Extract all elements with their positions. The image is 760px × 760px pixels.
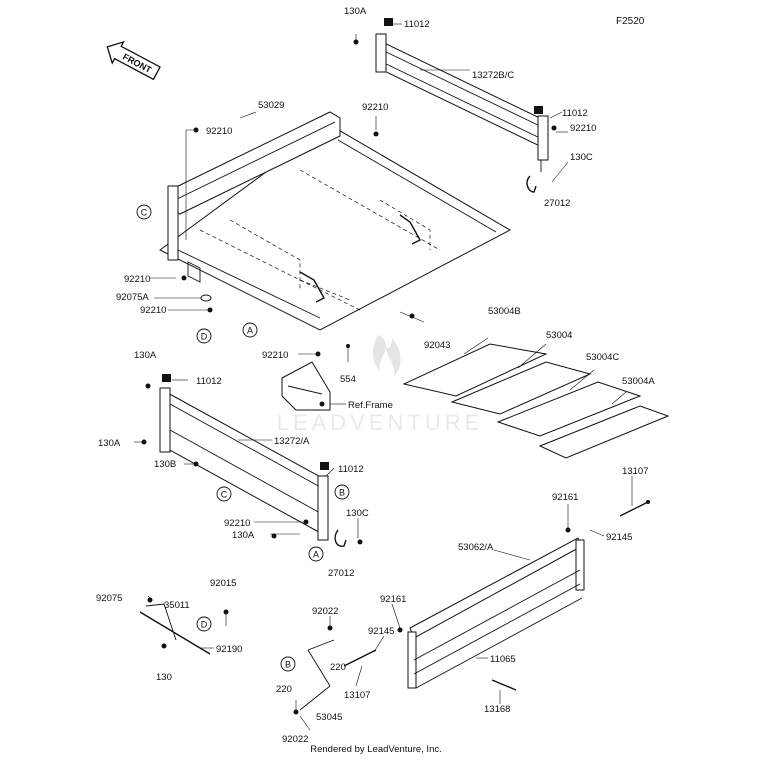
part-label: 92043: [424, 340, 450, 351]
cargo-bed-floor: [159, 124, 512, 331]
part-label: 53062/A: [458, 542, 494, 553]
svg-text:B: B: [339, 488, 345, 498]
part-label: 11012: [196, 376, 222, 387]
part-label: 130A: [232, 530, 255, 541]
part-labels: 130A 11012 13272B/C 53029 92210 11012 92…: [96, 6, 655, 745]
part-label: 130C: [346, 508, 369, 519]
part-label: 220: [276, 684, 292, 695]
part-label: 92210: [570, 123, 596, 134]
part-label: 130B: [154, 459, 176, 470]
watermark-logo: LEADVENTURE: [277, 335, 484, 435]
part-label: 27012: [544, 198, 570, 209]
fasteners: [141, 18, 571, 715]
reference-callouts: C A D B C A D B: [136, 204, 350, 672]
hook-27012-top: [526, 175, 537, 193]
part-label: 13272B/C: [472, 70, 514, 81]
part-label: 92022: [282, 734, 308, 745]
callout-circle: D: [196, 616, 212, 632]
tailgate-53062a: [407, 537, 585, 689]
part-label: 53004A: [622, 376, 655, 387]
mat-53004: [450, 361, 592, 415]
part-label: 92210: [124, 274, 150, 285]
callout-circle: C: [136, 204, 152, 220]
part-label: 130: [156, 672, 172, 683]
side-rail-53029: [167, 111, 341, 283]
svg-text:D: D: [201, 620, 208, 630]
part-label: 130A: [344, 6, 367, 17]
svg-text:C: C: [141, 208, 148, 218]
hook-27012-lower: [334, 529, 347, 547]
part-label: 220: [330, 662, 346, 673]
pin-13107-right: [619, 500, 650, 517]
pin-13168: [491, 679, 517, 691]
callout-circle: A: [308, 546, 324, 562]
part-label: 27012: [328, 568, 354, 579]
part-label: 92161: [552, 492, 578, 503]
mat-53004b: [402, 343, 548, 397]
svg-text:A: A: [247, 326, 253, 336]
part-label: 92210: [262, 350, 288, 361]
part-label: 92022: [312, 606, 338, 617]
callout-circle: A: [242, 322, 258, 338]
part-label: 92210: [140, 305, 166, 316]
part-label: 11012: [562, 108, 588, 119]
part-label: 92075A: [116, 292, 149, 303]
mat-53004a: [538, 405, 670, 459]
lever-35011: [139, 597, 211, 655]
part-label: 554: [340, 374, 356, 385]
part-label: 92210: [224, 518, 250, 529]
part-label: 13107: [622, 466, 648, 477]
svg-text:A: A: [313, 550, 319, 560]
front-gate-13272a: [159, 387, 329, 541]
part-label: 92145: [368, 626, 394, 637]
part-label: 130A: [98, 438, 121, 449]
part-label: 53004B: [488, 306, 521, 317]
part-label: 13107: [344, 690, 370, 701]
figure-code: F2520: [616, 16, 645, 27]
part-label: 92210: [362, 102, 388, 113]
footer-credit: Rendered by LeadVenture, Inc.: [310, 744, 442, 755]
callout-circle: B: [280, 656, 296, 672]
front-arrow-icon: FRONT: [106, 40, 161, 81]
part-label: 53045: [316, 712, 342, 723]
svg-text:B: B: [285, 660, 291, 670]
mat-53004c: [496, 381, 642, 437]
part-label: 92190: [216, 644, 242, 655]
part-label: 92210: [206, 126, 232, 137]
part-label: 92145: [606, 532, 632, 543]
svg-text:C: C: [221, 490, 228, 500]
part-label: 92161: [380, 594, 406, 605]
part-label: 92075: [96, 593, 122, 604]
callout-circle: B: [334, 484, 350, 500]
part-label: 92015: [210, 578, 236, 589]
svg-text:D: D: [201, 332, 208, 342]
callout-circle: D: [196, 328, 212, 344]
part-label: 13168: [484, 704, 510, 715]
part-label: 130C: [570, 152, 593, 163]
part-label: 11065: [490, 654, 516, 665]
cable-53045: [299, 639, 335, 711]
leader-lines: [134, 23, 633, 731]
part-label: 11012: [338, 464, 364, 475]
part-label: 53029: [258, 100, 284, 111]
watermark-text: LEADVENTURE: [277, 410, 484, 435]
part-label: 130A: [134, 350, 157, 361]
part-label: 35011: [164, 600, 190, 611]
ref-frame-bracket: [281, 361, 331, 411]
part-label: 13272/A: [274, 436, 310, 447]
callout-circle: C: [216, 486, 232, 502]
part-label: 53004C: [586, 352, 619, 363]
part-label: 11012: [404, 19, 430, 30]
part-label: Ref.Frame: [348, 400, 393, 411]
floor-mats: [402, 343, 670, 459]
rear-gate-13272bc: [375, 33, 549, 172]
pin-13107-left: [343, 649, 377, 667]
part-label: 53004: [546, 330, 572, 341]
